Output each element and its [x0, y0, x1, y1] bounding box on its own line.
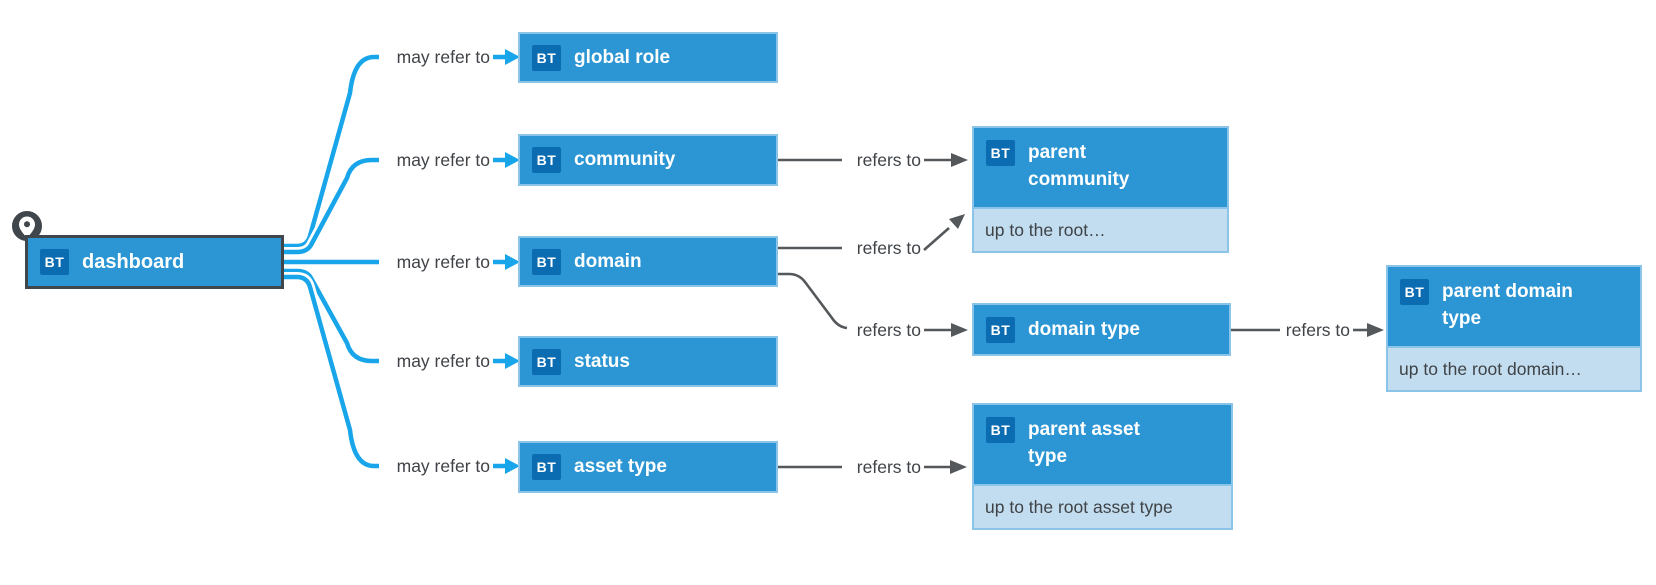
bt-badge: BT: [986, 417, 1015, 443]
edge-label-refers-to: refers to: [856, 457, 921, 477]
node-global-role[interactable]: BT global role: [518, 32, 778, 83]
edge-label-may-refer-to: may refer to: [396, 150, 490, 170]
node-header: BT parent domain type: [1388, 267, 1640, 346]
node-label: parent community: [1028, 142, 1130, 190]
edge-label-may-refer-to: may refer to: [396, 47, 490, 67]
edge-label-may-refer-to: may refer to: [396, 456, 490, 476]
edge-dashboard-community: [284, 155, 379, 257]
edge-domain-parent-community: [778, 214, 965, 251]
node-label: domain type: [1028, 318, 1140, 340]
node-asset-type[interactable]: BT asset type: [518, 441, 778, 493]
edge-label-refers-to: refers to: [856, 238, 921, 258]
edge-dashboard-global-role: [284, 52, 379, 251]
bt-badge: BT: [532, 454, 561, 480]
node-parent-asset-type[interactable]: BT parent asset type up to the root asse…: [972, 403, 1233, 530]
node-label: dashboard: [82, 250, 185, 273]
edge-community-parent-community: [778, 153, 968, 167]
blue-arrowheads: [493, 49, 520, 474]
node-community[interactable]: BT community: [518, 134, 778, 186]
node-label: parent domain type: [1442, 281, 1573, 329]
node-note: up to the root domain…: [1388, 346, 1640, 390]
node-parent-domain-type[interactable]: BT parent domain type up to the root dom…: [1386, 265, 1642, 392]
edge-dashboard-asset-type: [284, 272, 379, 471]
edge-asset-type-parent-asset-type: [778, 460, 967, 474]
bt-badge: BT: [532, 44, 561, 71]
edge-label-may-refer-to: may refer to: [396, 351, 490, 371]
node-label: global role: [574, 46, 671, 68]
edge-dashboard-status: [284, 266, 379, 366]
edge-label-may-refer-to: may refer to: [396, 252, 490, 272]
node-label: asset type: [574, 456, 667, 477]
edge-label-refers-to: refers to: [856, 320, 921, 340]
node-label: domain: [574, 250, 642, 272]
node-label: community: [574, 149, 676, 170]
bt-badge: BT: [986, 316, 1015, 343]
node-label: parent asset type: [1028, 419, 1140, 467]
edge-domain-domain-type: [778, 272, 968, 337]
bt-badge: BT: [40, 249, 69, 275]
node-domain[interactable]: BT domain: [518, 236, 778, 287]
edge-domain-type-parent-domain-type: [1231, 323, 1384, 337]
bt-badge: BT: [532, 348, 561, 375]
node-status[interactable]: BT status: [518, 336, 778, 387]
bt-badge: BT: [532, 248, 561, 275]
node-label: status: [574, 350, 630, 372]
node-note: up to the root asset type: [974, 484, 1231, 528]
bt-badge: BT: [986, 140, 1015, 166]
node-domain-type[interactable]: BT domain type: [972, 303, 1231, 356]
node-parent-community[interactable]: BT parent community up to the root…: [972, 126, 1229, 253]
bt-badge: BT: [1400, 279, 1429, 305]
node-header: BT parent community: [974, 128, 1227, 207]
edge-label-refers-to: refers to: [1285, 320, 1350, 340]
edge-label-refers-to: refers to: [856, 150, 921, 170]
node-dashboard[interactable]: BT dashboard: [25, 235, 284, 289]
bt-badge: BT: [532, 147, 561, 173]
node-note: up to the root…: [974, 207, 1227, 251]
node-header: BT parent asset type: [974, 405, 1231, 484]
